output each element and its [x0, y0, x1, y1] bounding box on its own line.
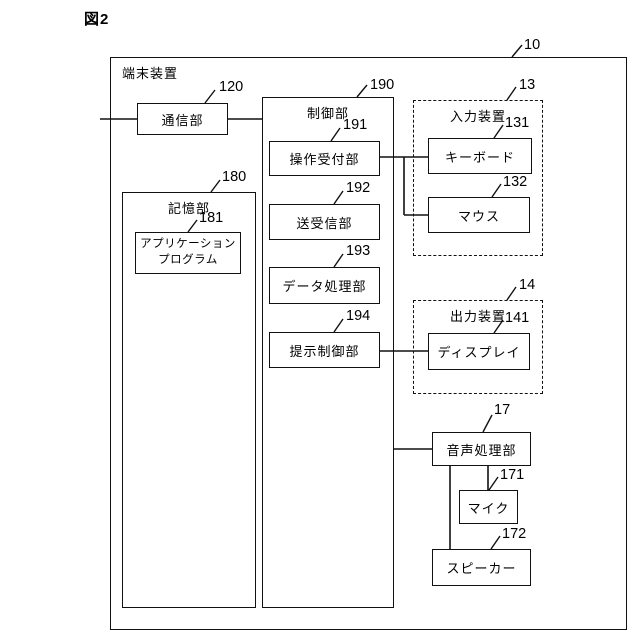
- communication-unit-box: 通信部: [137, 103, 228, 135]
- presentation-control-label: 提示制御部: [289, 343, 360, 359]
- storage-unit-box: 記憶部: [122, 192, 256, 608]
- ref-label-14: 14: [519, 277, 536, 293]
- control-unit-label: 制御部: [306, 106, 349, 121]
- input-device-box: 入力装置: [413, 100, 543, 256]
- ref-label-17: 17: [494, 402, 511, 418]
- ref-label-192: 192: [346, 180, 371, 196]
- mouse-box: マウス: [428, 197, 530, 233]
- data-processing-box: データ処理部: [269, 267, 380, 304]
- ref-label-141: 141: [505, 310, 530, 326]
- ref-label-194: 194: [346, 308, 371, 324]
- ref-tick-10: [511, 44, 523, 58]
- audio-processing-label: 音声処理部: [446, 442, 517, 458]
- ref-label-191: 191: [343, 117, 368, 133]
- terminal-device-label: 端末装置: [122, 66, 179, 81]
- ref-tick-191: [330, 127, 341, 142]
- ref-tick-17: [482, 414, 493, 433]
- ref-label-193: 193: [346, 243, 371, 259]
- audio-processing-box: 音声処理部: [432, 432, 531, 466]
- storage-unit-label: 記憶部: [167, 201, 210, 216]
- application-program-line2: プログラム: [158, 254, 218, 266]
- display-box: ディスプレイ: [428, 333, 530, 370]
- operation-reception-label: 操作受付部: [289, 152, 360, 167]
- ref-tick-180: [210, 179, 221, 193]
- input-device-label: 入力装置: [449, 109, 506, 124]
- ref-tick-194: [333, 318, 344, 333]
- microphone-label: マイク: [467, 500, 510, 516]
- ref-label-132: 132: [503, 174, 528, 190]
- keyboard-box: キーボード: [428, 138, 532, 174]
- figure-title: 図2: [84, 11, 110, 28]
- ref-label-181: 181: [199, 210, 224, 226]
- ref-label-180: 180: [222, 169, 247, 185]
- transceiver-box: 送受信部: [269, 204, 380, 240]
- ref-tick-171: [488, 476, 499, 491]
- ref-label-172: 172: [502, 526, 527, 542]
- ref-tick-131: [493, 124, 504, 139]
- control-unit-box: 制御部: [262, 97, 394, 608]
- data-processing-label: データ処理部: [282, 279, 367, 294]
- ref-label-10: 10: [524, 37, 541, 53]
- ref-label-131: 131: [505, 115, 530, 131]
- ref-tick-172: [490, 535, 501, 550]
- ref-tick-132: [491, 183, 502, 198]
- ref-label-190: 190: [370, 77, 395, 93]
- transceiver-label: 送受信部: [296, 215, 353, 231]
- ref-label-120: 120: [219, 79, 244, 95]
- speaker-label: スピーカー: [446, 561, 517, 576]
- terminal-device-box: [110, 57, 627, 630]
- output-device-label: 出力装置: [449, 309, 506, 324]
- keyboard-label: キーボード: [444, 149, 515, 165]
- application-program-line1: アプリケーション: [140, 238, 236, 251]
- ref-tick-181: [187, 219, 198, 233]
- ref-label-171: 171: [500, 467, 525, 483]
- ref-label-13: 13: [519, 77, 536, 93]
- output-device-box: 出力装置: [413, 300, 543, 394]
- ref-tick-120: [204, 89, 216, 104]
- ref-tick-192: [333, 190, 344, 205]
- mouse-label: マウス: [457, 208, 500, 224]
- operation-reception-box: 操作受付部: [269, 141, 380, 176]
- communication-unit-label: 通信部: [161, 112, 204, 128]
- ref-tick-193: [333, 253, 344, 268]
- speaker-box: スピーカー: [432, 549, 531, 586]
- display-label: ディスプレイ: [437, 345, 521, 360]
- ref-tick-141: [493, 319, 504, 334]
- presentation-control-box: 提示制御部: [269, 332, 380, 368]
- microphone-box: マイク: [459, 490, 518, 524]
- ref-tick-13: [506, 86, 517, 101]
- ref-tick-14: [506, 286, 517, 301]
- application-program-label: アプリケーション プログラム: [140, 237, 236, 268]
- application-program-box: アプリケーション プログラム: [135, 232, 241, 274]
- ref-tick-190: [356, 84, 368, 98]
